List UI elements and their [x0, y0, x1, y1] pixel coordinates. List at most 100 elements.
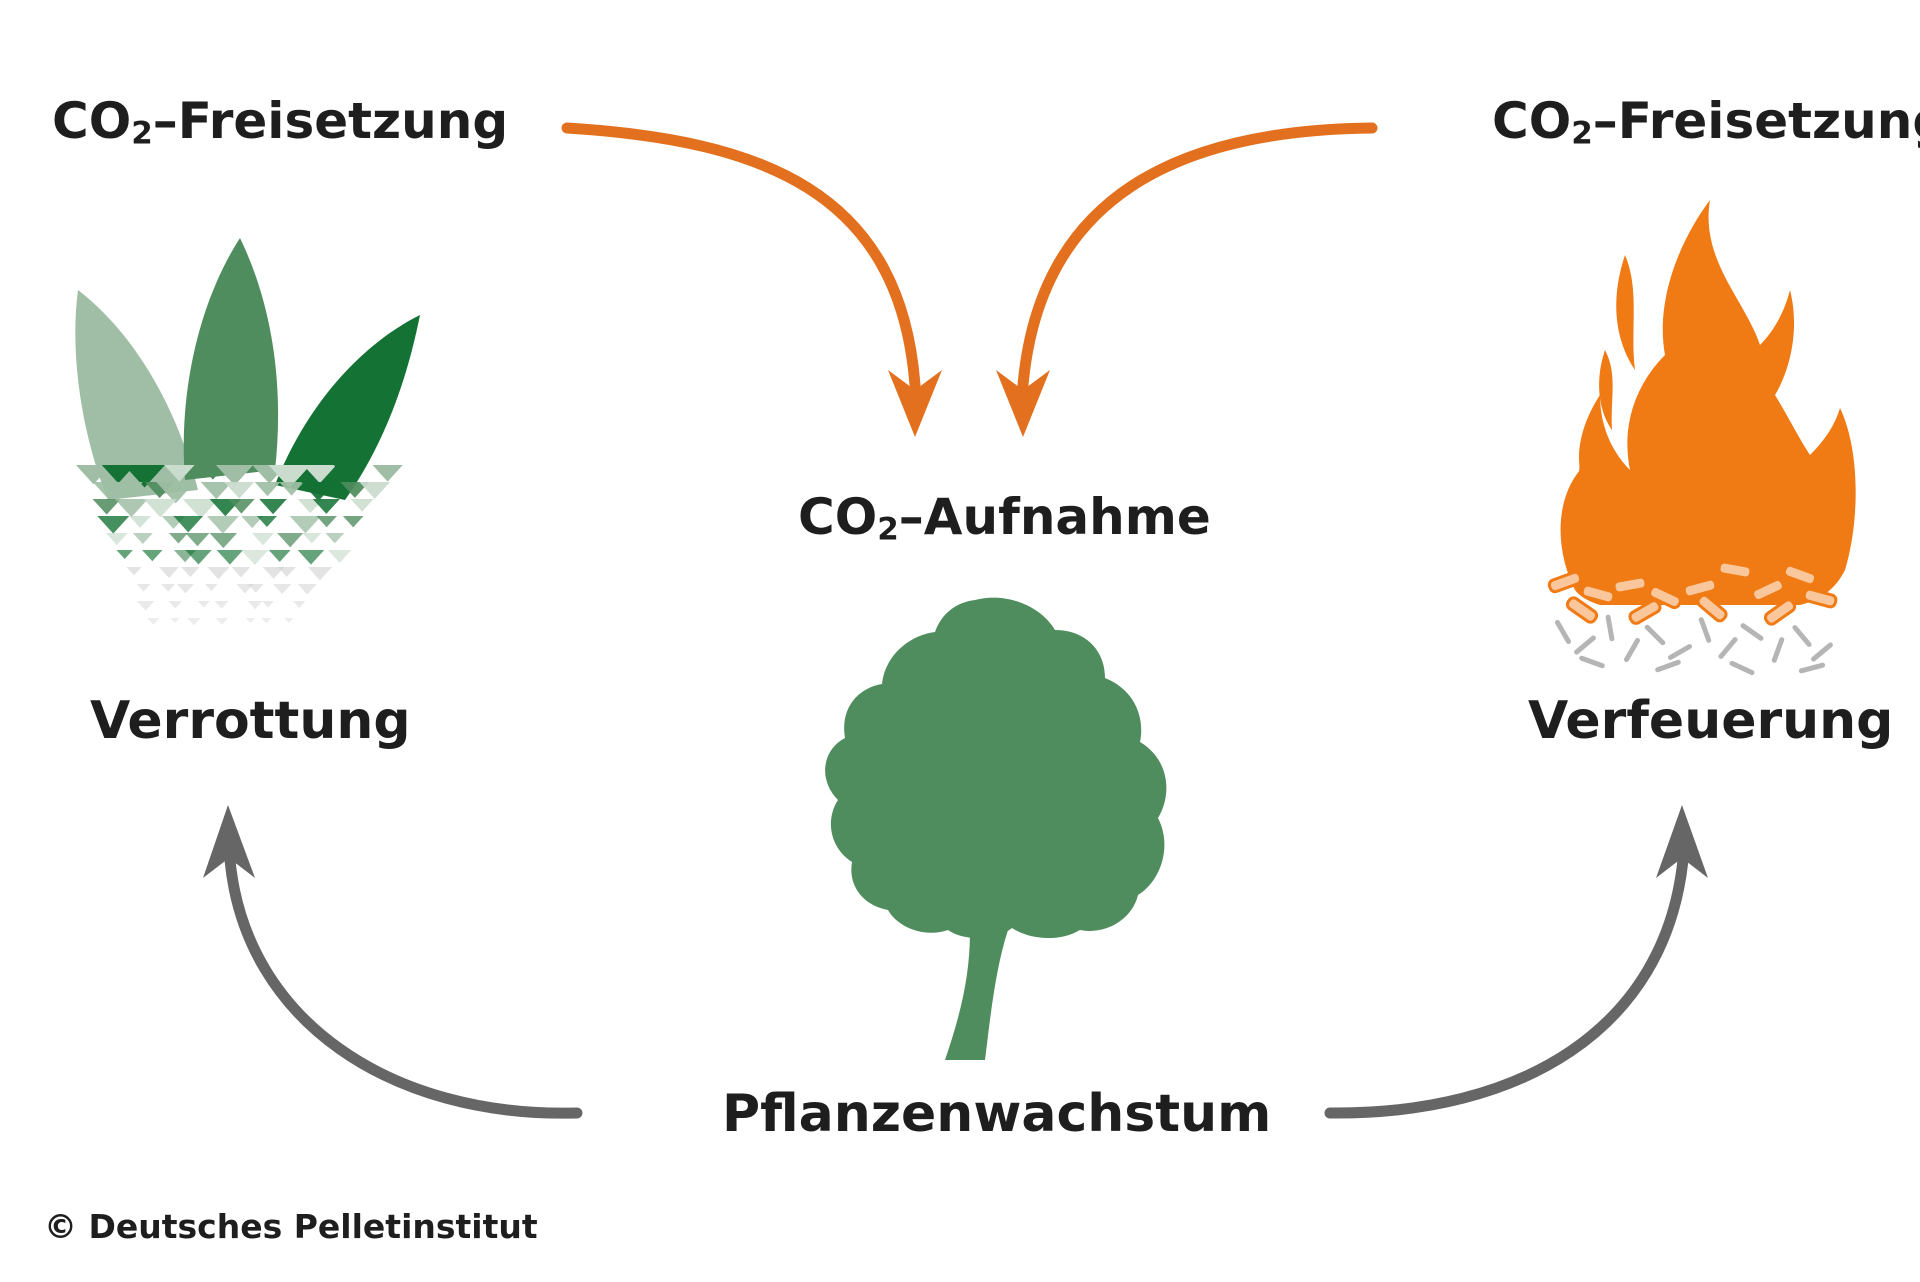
pellet — [1696, 593, 1728, 623]
leaf-fragment — [297, 550, 325, 565]
leaf-fragment — [168, 533, 188, 544]
fire-icon — [1547, 200, 1856, 676]
leaf-fragment — [372, 465, 403, 482]
leaf-fragment — [268, 550, 291, 563]
leaf-fragment — [206, 516, 239, 534]
leaf-fragment — [262, 567, 285, 579]
leaf-fragment — [126, 567, 142, 576]
label-suffix: –Freisetzung — [152, 92, 509, 150]
pellet — [1648, 584, 1682, 610]
pellet — [1802, 587, 1838, 609]
ash-particle — [1644, 624, 1666, 646]
ash-particle — [1624, 637, 1640, 663]
growth-arrow-left — [203, 805, 583, 1119]
tree-icon — [825, 597, 1167, 1060]
copyright-notice: © Deutsches Pelletinstitut — [44, 1207, 538, 1246]
ash-particle — [1555, 619, 1571, 645]
pellet — [1751, 577, 1785, 603]
leaf-fragment — [284, 618, 294, 623]
leaf-fragment — [75, 465, 112, 485]
ash-particle — [1718, 637, 1738, 659]
leaf-fragment — [116, 550, 133, 560]
ash-particle — [1579, 655, 1605, 669]
leaf-fragment — [156, 482, 196, 504]
leaf-fragment — [143, 499, 178, 518]
ash-particle — [1798, 662, 1826, 674]
ash-particle — [1698, 617, 1712, 643]
leaf-fragment — [316, 516, 337, 528]
release-arrow-right — [996, 122, 1378, 437]
leaf-fragment — [114, 482, 143, 498]
pellet — [1628, 599, 1662, 625]
leaf-fragment — [302, 533, 322, 544]
leaf-fragment — [142, 550, 163, 562]
leaf-fragment — [245, 618, 256, 624]
label-suffix: –Freisetzung — [1592, 92, 1920, 150]
ash-particle — [1740, 623, 1764, 641]
leaf-fragment — [173, 516, 204, 533]
leaf-fragment — [197, 601, 210, 608]
leaf-fragment — [105, 533, 128, 545]
leaf-fragment — [132, 533, 153, 545]
leaf-fragment — [187, 618, 201, 626]
label-subscript: 2 — [131, 115, 153, 152]
leaf-fragment — [303, 465, 337, 484]
leaf-fragment — [307, 567, 333, 581]
leaf-fragment — [312, 499, 340, 514]
leaf-fragment — [273, 584, 292, 595]
leaf-fragment — [333, 465, 367, 484]
leaf-fragment — [247, 584, 264, 593]
ash-particle — [1811, 642, 1833, 662]
ash-particle — [1605, 614, 1615, 642]
decay-label: Verrottung — [90, 691, 411, 751]
pellet — [1565, 596, 1599, 624]
label-prefix: CO — [1492, 92, 1572, 150]
leaf-fragment — [342, 516, 364, 528]
label-subscript: 2 — [877, 511, 899, 548]
leaf-fragment — [97, 516, 130, 534]
leaf-fragment — [251, 533, 275, 546]
leaf-fragment — [215, 465, 254, 486]
leaf-fragment — [247, 601, 263, 610]
leaf-fragment — [231, 567, 251, 578]
leaf-fragment — [241, 516, 264, 529]
label-subscript: 2 — [1571, 115, 1593, 152]
leaf-fragment — [289, 516, 322, 534]
leaf-fragment — [214, 601, 229, 609]
pellet — [1580, 583, 1616, 605]
leaf-fragment — [170, 618, 180, 623]
leaf-fragment — [325, 533, 345, 544]
co2-release-label-left: CO2–Freisetzung — [52, 96, 508, 150]
leaf-fragment — [268, 465, 311, 489]
growth-arrow-right — [1324, 805, 1708, 1119]
leaf-fragment — [254, 482, 281, 497]
leaf-fragment — [176, 584, 194, 594]
pellet — [1547, 570, 1583, 594]
leaf-fragment — [297, 584, 317, 595]
leaf-fragment — [185, 550, 212, 565]
leaf-fragment — [256, 516, 277, 528]
leaf-fragment — [164, 465, 195, 482]
leaf-fragment — [136, 601, 155, 611]
ash-particle — [1667, 644, 1693, 660]
co2-release-label-right: CO2–Freisetzung — [1492, 96, 1920, 150]
leaf-fragment — [185, 533, 210, 547]
leaf-fragment — [292, 601, 306, 608]
leaf-fragment — [161, 584, 176, 592]
leaf-fragment — [92, 482, 124, 499]
leaf-fragment — [277, 533, 304, 548]
co2-uptake-label: CO2–Aufnahme — [798, 492, 1211, 546]
leaf-fragment — [158, 567, 179, 578]
combustion-label: Verfeuerung — [1528, 691, 1894, 751]
release-arrow-left — [561, 122, 942, 437]
label-prefix: CO — [52, 92, 132, 150]
leaf-fragment — [147, 618, 160, 625]
plant-growth-label: Pflanzenwachstum — [722, 1084, 1272, 1144]
pellet — [1782, 563, 1818, 587]
leaf-fragment — [200, 482, 233, 500]
leaf-fragment — [236, 584, 254, 594]
leaf-fragment — [92, 499, 121, 515]
ash-particle — [1771, 637, 1785, 663]
leaf-fragment — [168, 601, 183, 609]
